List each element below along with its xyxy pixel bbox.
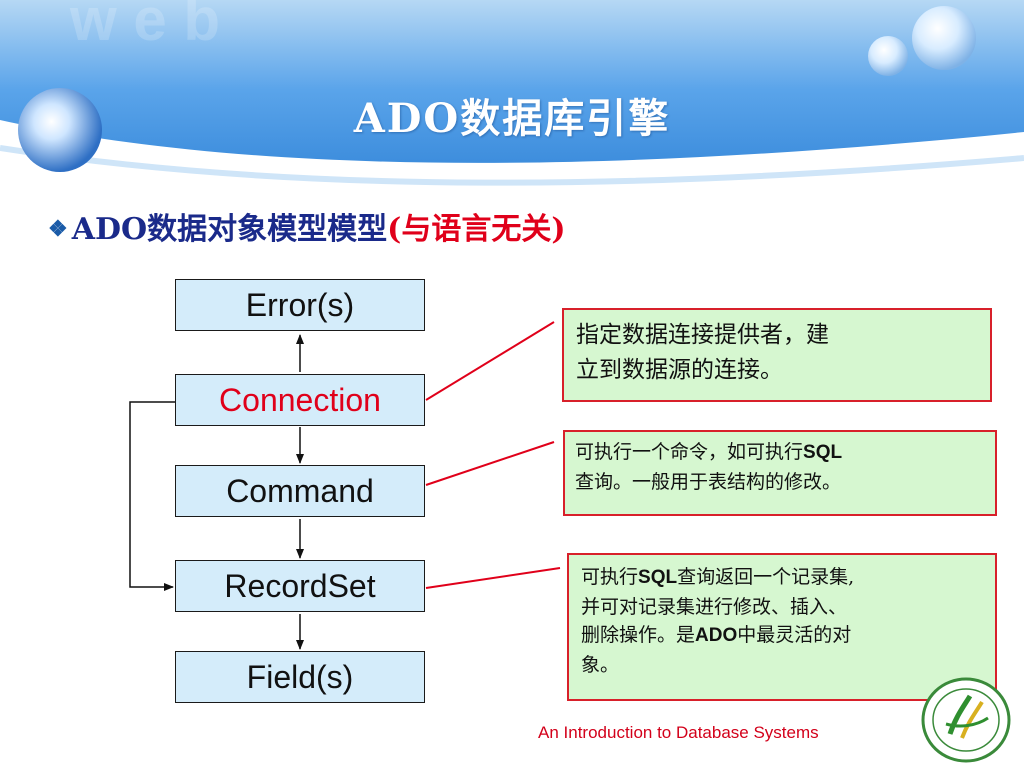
box-command: Command xyxy=(175,465,425,517)
header-banner: w e b xyxy=(0,0,1024,200)
arrow-connection-to-recordset xyxy=(129,401,175,591)
note-command-line-1: 可执行一个命令，如可执行SQL xyxy=(575,441,843,463)
orb-left xyxy=(18,88,102,172)
diamond-bullet-icon: ❖ xyxy=(48,216,68,242)
svg-text:w e b: w e b xyxy=(69,0,220,53)
note-connection: 指定数据连接提供者，建 立到数据源的连接。 xyxy=(562,308,992,402)
callout-line-recordset xyxy=(425,567,561,589)
note-connection-line-2: 立到数据源的连接。 xyxy=(576,356,783,383)
subtitle: ❖ADO数据对象模型模型(与语言无关) xyxy=(48,204,566,248)
orb-right-large xyxy=(912,6,976,70)
note-recordset-line-1: 可执行SQL查询返回一个记录集, xyxy=(581,566,855,588)
callout-line-connection xyxy=(425,321,555,401)
note-connection-line-1: 指定数据连接提供者，建 xyxy=(576,322,829,348)
orb-right-small xyxy=(868,36,908,76)
subtitle-main: ADO数据对象模型模型 xyxy=(71,212,388,247)
note-recordset: 可执行SQL查询返回一个记录集, 并可对记录集进行修改、插入、 删除操作。是AD… xyxy=(567,553,997,701)
box-fields: Field(s) xyxy=(175,651,425,703)
note-recordset-line-4: 象。 xyxy=(581,653,620,676)
callout-line-command xyxy=(425,441,555,486)
note-recordset-line-2: 并可对记录集进行修改、插入、 xyxy=(581,595,848,618)
slide-title: ADO数据库引擎 xyxy=(353,95,671,142)
subtitle-paren: (与语言无关) xyxy=(387,212,566,247)
footer-text: An Introduction to Database Systems xyxy=(538,723,819,742)
college-seal-logo xyxy=(921,677,1011,763)
note-command: 可执行一个命令，如可执行SQL 查询。一般用于表结构的修改。 xyxy=(563,430,997,516)
box-errors: Error(s) xyxy=(175,279,425,331)
box-connection: Connection xyxy=(175,374,425,426)
note-recordset-line-3: 删除操作。是ADO中最灵活的对 xyxy=(581,624,852,646)
box-recordset: RecordSet xyxy=(175,560,425,612)
note-command-line-2: 查询。一般用于表结构的修改。 xyxy=(575,470,842,493)
